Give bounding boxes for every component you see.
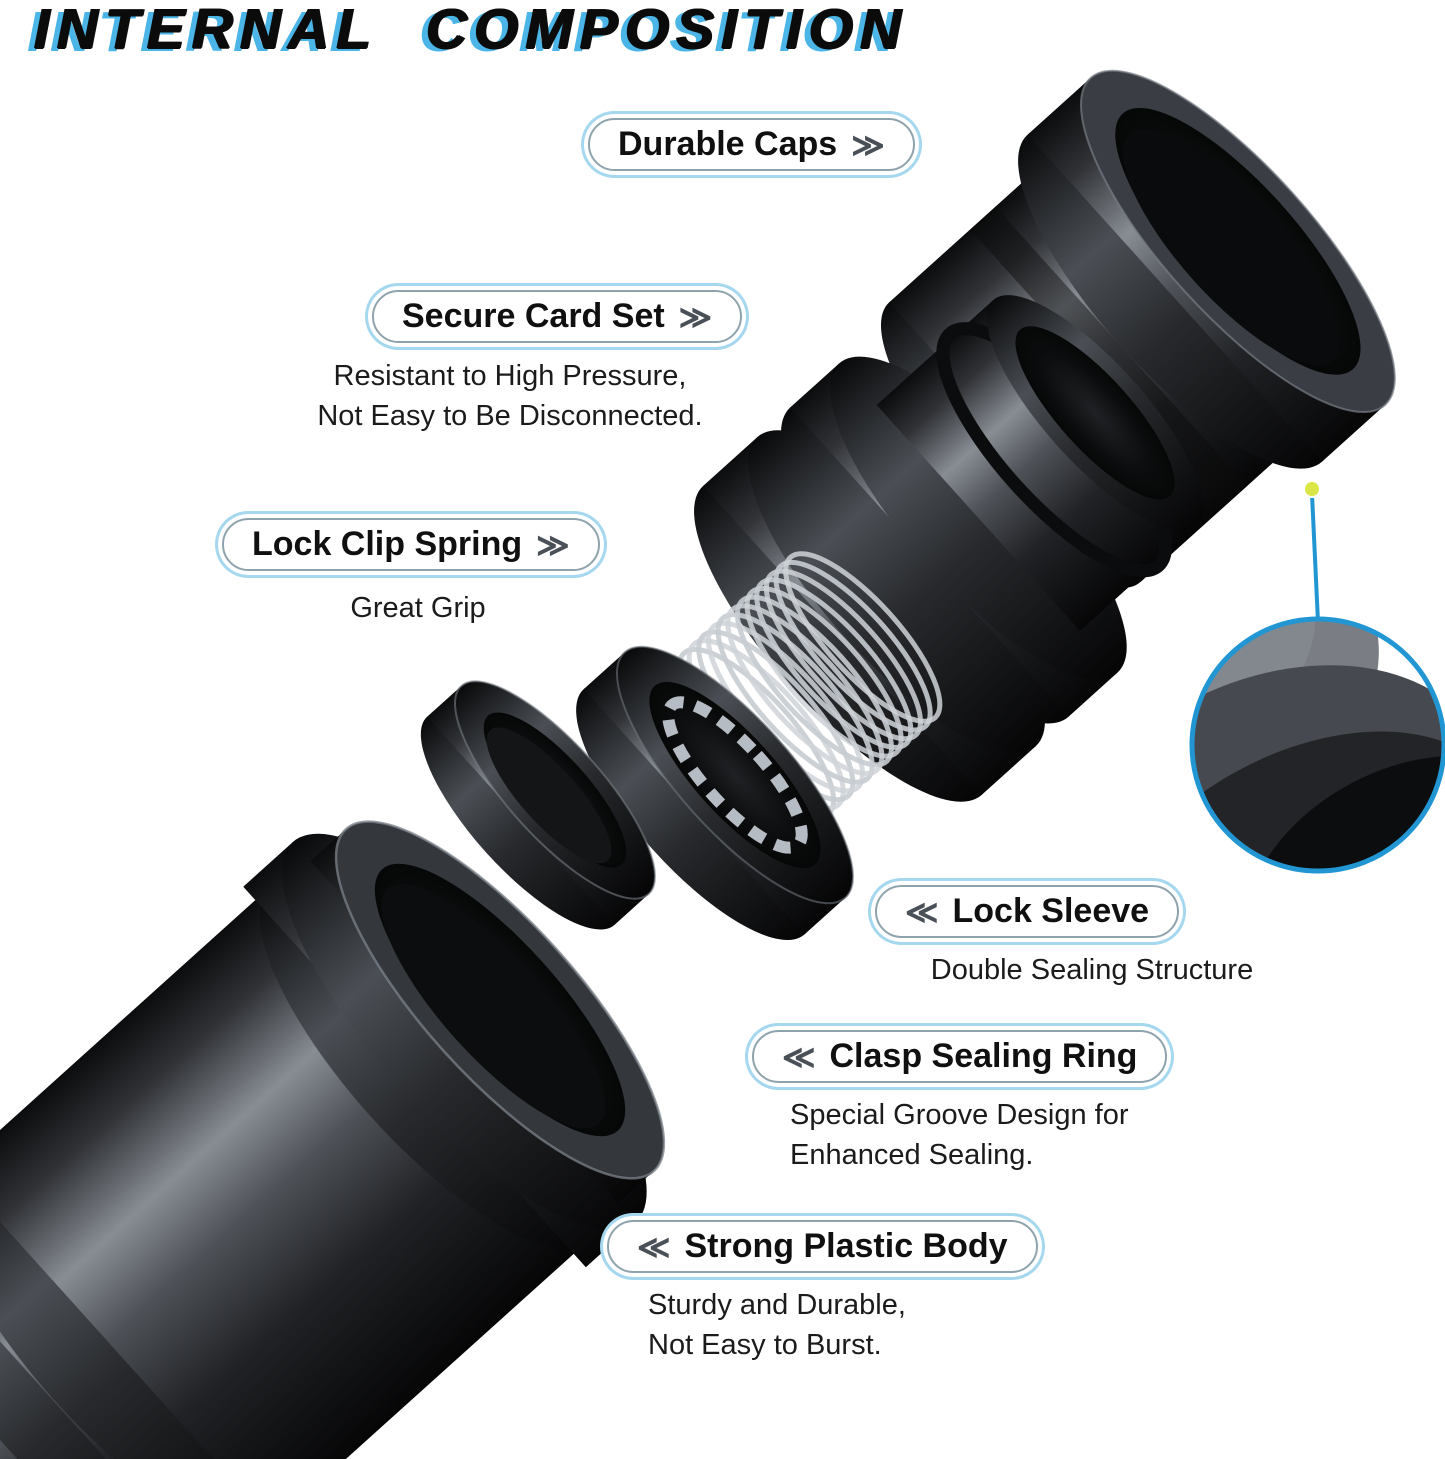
callout-desc-lock-clip-spring: Great Grip (268, 588, 568, 628)
desc-line: Resistant to High Pressure, (333, 360, 687, 392)
desc-line: Special Groove Design for (790, 1099, 1129, 1131)
callout-desc-lock-sleeve: Double Sealing Structure (842, 950, 1342, 990)
desc-line: Not Easy to Be Disconnected. (317, 400, 703, 432)
callout-durable-caps: Durable Caps ≫ (588, 118, 915, 171)
callout-clasp-sealing-ring: ≪ Clasp Sealing Ring (752, 1030, 1168, 1083)
strong-plastic-body-part (0, 820, 666, 1459)
chevron-right-icon: ≫ (851, 126, 885, 163)
desc-line: Not Easy to Burst. (648, 1329, 882, 1361)
desc-line: Great Grip (350, 592, 486, 624)
desc-line: Sturdy and Durable, (648, 1289, 906, 1321)
callout-label: Durable Caps (618, 125, 838, 163)
callout-secure-card-set: Secure Card Set ≫ (372, 290, 743, 343)
lock-clip-spring-part (676, 551, 943, 820)
callout-label: Strong Plastic Body (684, 1227, 1008, 1265)
callout-label: Secure Card Set (402, 297, 665, 335)
callout-desc-secure-card-set: Resistant to High Pressure, Not Easy to … (240, 356, 780, 436)
chevron-left-icon: ≪ (905, 893, 939, 930)
lens-border (1189, 616, 1445, 874)
lock-sleeve-part (576, 645, 854, 941)
desc-line: Enhanced Sealing. (790, 1139, 1034, 1171)
clasp-sealing-ring-part (420, 680, 656, 930)
callout-label: Clasp Sealing Ring (829, 1037, 1138, 1075)
callout-label: Lock Sleeve (952, 892, 1150, 930)
page-title: INTERNAL COMPOSITION (33, 0, 908, 61)
chevron-right-icon: ≫ (536, 526, 570, 563)
lens-connector-line (1310, 493, 1320, 623)
chevron-left-icon: ≪ (637, 1228, 671, 1265)
callout-lock-clip-spring: Lock Clip Spring ≫ (222, 518, 600, 571)
callout-desc-clasp-sealing-ring: Special Groove Design for Enhanced Seali… (790, 1095, 1250, 1175)
callout-label: Lock Clip Spring (252, 525, 523, 563)
indicator-dot (1303, 480, 1321, 498)
chevron-right-icon: ≫ (678, 298, 713, 335)
desc-line: Double Sealing Structure (930, 954, 1254, 986)
callout-desc-strong-plastic-body: Sturdy and Durable, Not Easy to Burst. (648, 1285, 1108, 1365)
callout-strong-plastic-body: ≪ Strong Plastic Body (607, 1220, 1038, 1273)
callout-lock-sleeve: ≪ Lock Sleeve (875, 885, 1180, 938)
chevron-left-icon: ≪ (782, 1038, 816, 1075)
